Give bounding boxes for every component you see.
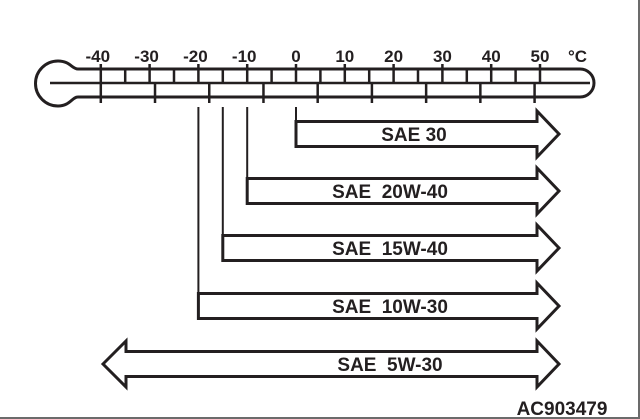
thermometer <box>34 59 596 108</box>
unit-label: °C <box>568 47 587 66</box>
thermometer-outline <box>34 59 596 108</box>
oil-grade-label: SAE 30 <box>381 125 446 146</box>
oil-range-arrow: SAE 30 <box>294 107 562 161</box>
oil-range-arrow: SAE 20W-40 <box>245 107 562 218</box>
arrow-shape <box>196 279 562 333</box>
oil-grade-label: SAE 20W-40 <box>332 182 448 203</box>
scale-label: 10 <box>335 47 354 66</box>
scale-labels: -40 -30 -20 -10 0 10 20 30 40 50 <box>86 47 550 66</box>
scale-label: -30 <box>134 47 159 66</box>
arrow-shape <box>221 221 562 275</box>
oil-range-arrow: SAE 15W-40 <box>221 107 562 275</box>
oil-grade-label: SAE 5W-30 <box>337 355 442 376</box>
scale-label: 30 <box>433 47 452 66</box>
scale-label: 0 <box>291 47 300 66</box>
scale-label: -10 <box>232 47 257 66</box>
oil-grade-label: SAE 10W-30 <box>332 297 448 318</box>
figure-id: AC903479 <box>517 399 608 419</box>
oil-range-arrow: SAE 10W-30 <box>196 107 562 333</box>
frame-edge-right <box>638 0 640 419</box>
arrow-shape <box>245 164 562 218</box>
scale-label: 50 <box>531 47 550 66</box>
arrow-shape <box>100 337 562 391</box>
frame-edge-bottom <box>0 417 640 419</box>
oil-range-arrow: SAE 5W-30 <box>100 337 562 391</box>
scale-label: 20 <box>384 47 403 66</box>
scale-label: 40 <box>482 47 501 66</box>
scale-label: -20 <box>183 47 208 66</box>
arrow-shape <box>294 107 562 161</box>
scale-ticks <box>99 64 542 103</box>
scale-label: -40 <box>86 47 111 66</box>
oil-grade-label: SAE 15W-40 <box>332 239 448 260</box>
